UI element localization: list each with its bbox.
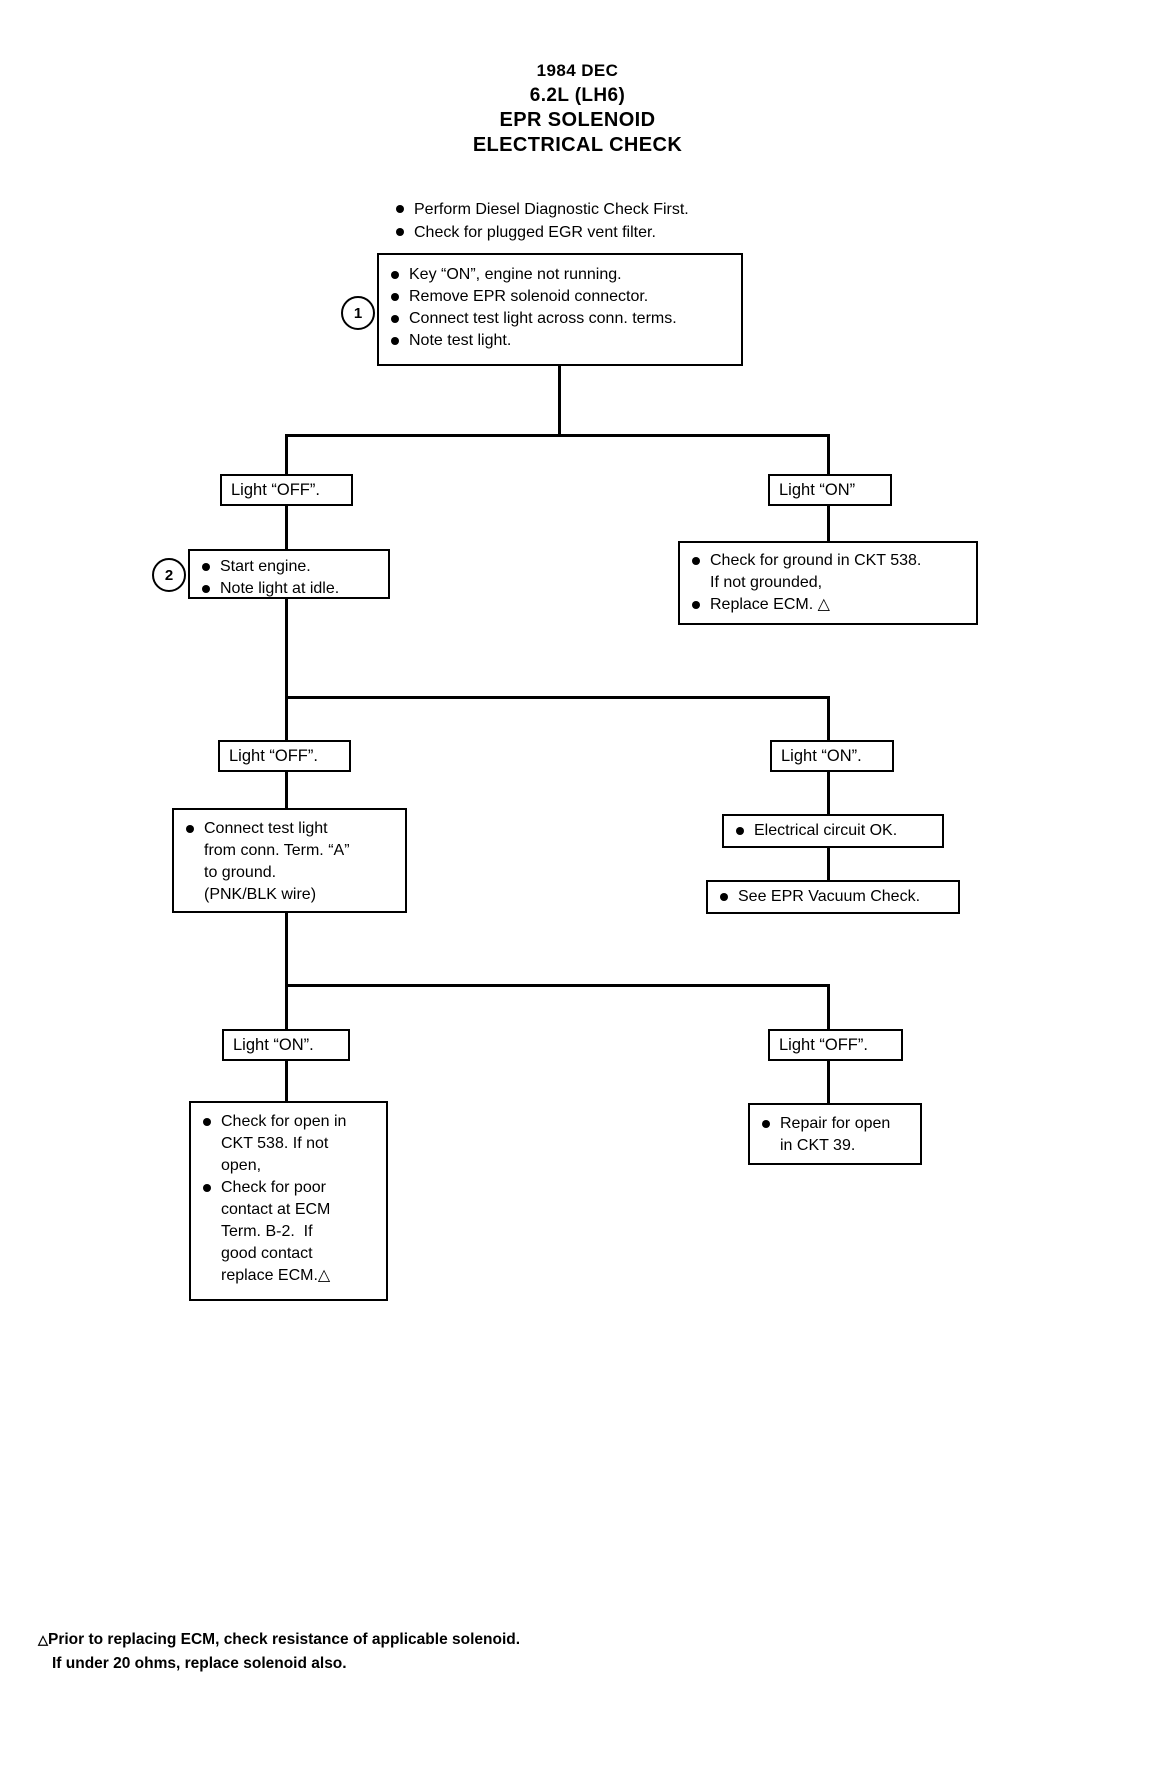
circuit-ok-label: Electrical circuit OK. [730, 820, 936, 842]
connector-line [285, 599, 288, 699]
connect-test-light-item: Connect test light [180, 818, 399, 840]
branch-2-left-label: Light “OFF”. [218, 740, 351, 772]
ground-check-item: If not grounded, [710, 574, 823, 591]
connector-line [285, 434, 830, 437]
step-marker-1-label: 1 [353, 304, 363, 322]
preliminary-item: Check for plugged EGR vent filter. [390, 221, 810, 244]
step-1-item: Key “ON”, engine not running. [385, 264, 733, 286]
step-marker-2: 2 [152, 558, 186, 592]
ground-check-item: Check for ground in CKT 538. [686, 550, 970, 572]
repair-open-box: Repair for open in CKT 39. [748, 1103, 922, 1165]
connector-line [285, 984, 288, 1030]
page-title: 1984 DEC 6.2L (LH6) EPR SOLENOID ELECTRI… [0, 58, 1155, 158]
branch-1-right-label: Light “ON” [768, 474, 892, 506]
connector-line [827, 506, 830, 544]
connector-line [827, 1061, 830, 1105]
connect-test-light-item: to ground. [204, 864, 277, 881]
open-check-item: open, [221, 1157, 262, 1174]
connector-line [827, 848, 830, 882]
connector-line [285, 1061, 288, 1105]
connect-test-light-item: (PNK/BLK wire) [204, 886, 317, 903]
open-check-item: good contact [221, 1245, 313, 1262]
branch-3-right-label: Light “OFF”. [768, 1029, 903, 1061]
open-check-item: replace ECM.△ [221, 1267, 331, 1284]
open-check-item: Term. B-2. If [221, 1223, 313, 1240]
preliminary-instructions: Perform Diesel Diagnostic Check First. C… [390, 198, 810, 244]
open-check-box: Check for open in CKT 538. If not open, … [189, 1101, 388, 1301]
step-1-item: Note test light. [385, 330, 733, 352]
connector-line [285, 696, 288, 742]
open-check-item: CKT 538. If not [221, 1135, 329, 1152]
connector-line [827, 984, 830, 1030]
title-line-engine: 6.2L (LH6) [529, 85, 626, 106]
step-marker-2-label: 2 [164, 566, 174, 584]
ground-check-item: Replace ECM. △ [686, 594, 970, 616]
connector-line [285, 506, 288, 554]
open-check-item: contact at ECM [221, 1201, 331, 1218]
connector-line [285, 772, 288, 810]
branch-2-right-label: Light “ON”. [770, 740, 894, 772]
connector-line [285, 913, 288, 987]
title-line-check-type: ELECTRICAL CHECK [472, 134, 683, 156]
ground-check-box: Check for ground in CKT 538. If not grou… [678, 541, 978, 625]
title-line-component: EPR SOLENOID [499, 109, 656, 131]
vacuum-check-label: See EPR Vacuum Check. [714, 886, 952, 908]
connector-line [285, 434, 288, 476]
open-check-item: Check for poor [197, 1177, 380, 1199]
connector-line [827, 772, 830, 816]
connector-line [285, 696, 830, 699]
open-check-item: Check for open in [197, 1111, 380, 1133]
footnote-triangle-icon: △ [38, 1632, 48, 1647]
repair-open-item: in CKT 39. [780, 1137, 856, 1154]
step-2-item: Start engine. [196, 556, 382, 578]
connector-line [558, 366, 561, 436]
step-1-item: Connect test light across conn. terms. [385, 308, 733, 330]
step-marker-1: 1 [341, 296, 375, 330]
branch-1-left-label: Light “OFF”. [220, 474, 353, 506]
step-2-box: Start engine. Note light at idle. [188, 549, 390, 599]
footnote: △Prior to replacing ECM, check resistanc… [38, 1628, 818, 1676]
step-2-item: Note light at idle. [196, 578, 382, 600]
connect-test-light-item: from conn. Term. “A” [204, 842, 350, 859]
connector-line [285, 984, 830, 987]
title-line-year: 1984 DEC [536, 61, 619, 80]
footnote-line-2: If under 20 ohms, replace solenoid also. [52, 1655, 347, 1672]
preliminary-item: Perform Diesel Diagnostic Check First. [390, 198, 810, 221]
connect-test-light-box: Connect test light from conn. Term. “A” … [172, 808, 407, 913]
connector-line [827, 434, 830, 476]
circuit-ok-box: Electrical circuit OK. [722, 814, 944, 848]
step-1-item: Remove EPR solenoid connector. [385, 286, 733, 308]
connector-line [827, 696, 830, 742]
branch-3-left-label: Light “ON”. [222, 1029, 350, 1061]
footnote-line-1: Prior to replacing ECM, check resistance… [48, 1631, 521, 1648]
vacuum-check-box: See EPR Vacuum Check. [706, 880, 960, 914]
step-1-box: Key “ON”, engine not running. Remove EPR… [377, 253, 743, 366]
repair-open-item: Repair for open [756, 1113, 914, 1135]
